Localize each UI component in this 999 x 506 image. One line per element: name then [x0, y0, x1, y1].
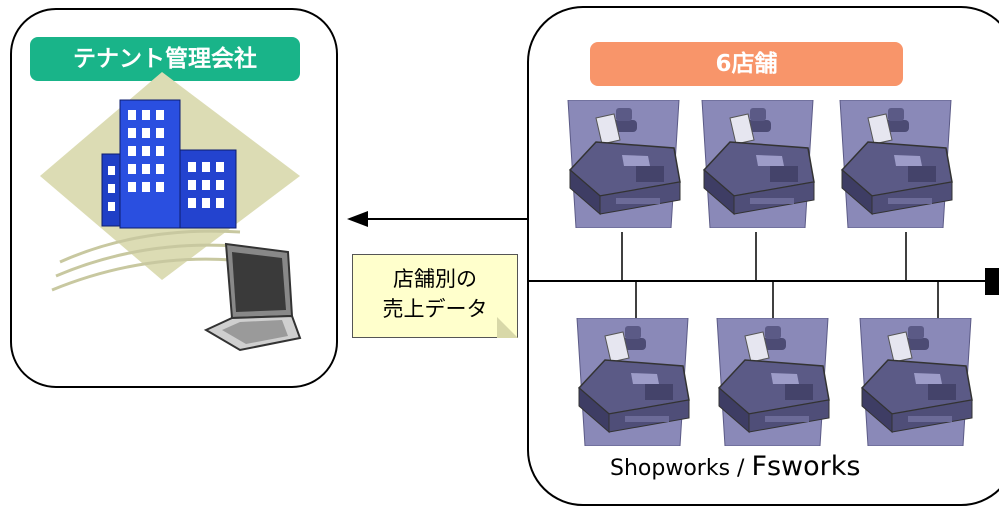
system-name-2: Fsworks — [751, 451, 861, 482]
cash-register-icon — [567, 100, 681, 228]
tenant-title: テナント管理会社 — [30, 37, 300, 81]
network-terminator-icon — [985, 268, 999, 295]
cash-register-icon — [701, 100, 815, 228]
cash-register-icon — [859, 318, 973, 446]
laptop-icon — [203, 242, 302, 352]
diagram-canvas — [40, 72, 999, 446]
cash-register-icon — [576, 318, 690, 446]
sales-data-note: 店舗別の 売上データ — [352, 254, 518, 338]
system-name-1: Shopworks — [610, 456, 731, 481]
network-drops — [621, 232, 939, 322]
office-building-icon — [40, 72, 300, 292]
cash-register-icon — [716, 318, 830, 446]
note-fold-corner — [497, 317, 518, 338]
cash-register-icon — [839, 100, 953, 228]
system-separator: / — [730, 456, 752, 481]
arrow-head-icon — [347, 211, 368, 227]
stores-title: 6店舗 — [590, 42, 903, 86]
note-line-2: 売上データ — [382, 297, 488, 321]
system-label: Shopworks / Fsworks — [610, 451, 860, 482]
note-line-1: 店舗別の — [393, 267, 477, 291]
